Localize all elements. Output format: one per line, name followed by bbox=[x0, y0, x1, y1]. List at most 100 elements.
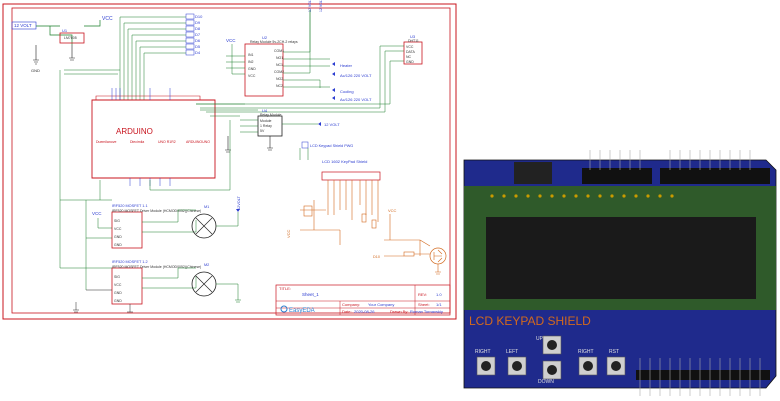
d-label: D10 bbox=[185, 13, 203, 20]
button-down-cap[interactable] bbox=[547, 365, 557, 375]
load-ac-1: Ac/126 220 VOLT bbox=[340, 73, 372, 78]
svg-text:COM1: COM1 bbox=[274, 49, 284, 53]
u1-ref: U1 bbox=[62, 28, 68, 33]
keypad-label: LCD Keypad Shield PWG bbox=[310, 144, 353, 148]
sheet-value: 1/1 bbox=[436, 302, 442, 307]
svg-text:GND: GND bbox=[114, 299, 122, 303]
button-up-cap[interactable] bbox=[547, 340, 557, 350]
arduino-sub1: Duemilanove bbox=[96, 140, 116, 144]
mosfet2-ref: IRF520 MOSFET 1.2 bbox=[112, 260, 148, 264]
bottom-pin-markers bbox=[639, 358, 761, 396]
motor-m2: M2 bbox=[204, 263, 209, 267]
svg-text:VCC: VCC bbox=[406, 45, 414, 49]
u3-ref: U3 bbox=[410, 34, 416, 39]
mosfet-driver-1: IRF520 MOSFET 1.1 IRF520 MOSFET Driver M… bbox=[85, 195, 241, 290]
top-header-pins bbox=[582, 168, 770, 184]
svg-text:UP: UP bbox=[536, 336, 544, 342]
u4-name: Relay Module bbox=[260, 113, 281, 117]
svg-text:12 VOLT: 12 VOLT bbox=[308, 0, 312, 12]
top-pin-markers bbox=[589, 150, 751, 170]
u1-regulator: U1 LM7805 VCC GND bbox=[31, 16, 113, 73]
mosfet1-name: IRF520 MOSFET Driver Module (HCMOD0052)(… bbox=[112, 209, 201, 213]
d-label: D7 bbox=[185, 31, 201, 38]
svg-text:Company:: Company: bbox=[342, 302, 360, 307]
svg-text:Drawn By:: Drawn By: bbox=[390, 309, 408, 314]
d-label: D9 bbox=[185, 19, 201, 26]
mosfet1-ref: IRF520 MOSFET 1.1 bbox=[112, 204, 148, 208]
button-right-1-cap[interactable] bbox=[481, 361, 491, 371]
svg-text:IN2: IN2 bbox=[248, 60, 254, 64]
company-value: Your Company bbox=[368, 302, 394, 307]
u3-dht11: U3 DHT11 VCC DATA NC GND bbox=[196, 34, 423, 113]
svg-text:NC2: NC2 bbox=[276, 84, 283, 88]
lcd-label: LCD 1602 KeyPad Shield bbox=[322, 159, 367, 164]
u4-relay-module: U4 Relay Module Module 1 Relay 5V 12 VOL… bbox=[225, 108, 340, 153]
lcd-screen bbox=[486, 217, 756, 299]
u1-name: LM7805 bbox=[64, 36, 77, 40]
load-ac-2: Ac/126 220 VOLT bbox=[340, 97, 372, 102]
u2-ref: U2 bbox=[262, 35, 268, 40]
keypad-net: LCD Keypad Shield PWG bbox=[299, 141, 353, 160]
icsp-header bbox=[514, 162, 552, 184]
svg-text:RIGHT: RIGHT bbox=[475, 349, 491, 355]
svg-text:NO1: NO1 bbox=[276, 56, 283, 60]
svg-text:SIG: SIG bbox=[114, 219, 120, 223]
svg-text:DOWN: DOWN bbox=[538, 379, 554, 385]
lcd-pins bbox=[490, 194, 674, 198]
svg-text:VCC: VCC bbox=[248, 74, 256, 78]
button-right-2-cap[interactable] bbox=[583, 361, 593, 371]
svg-text:D9: D9 bbox=[195, 20, 201, 25]
arduino-sub3: UNO R1R2 bbox=[158, 140, 176, 144]
v12-right-label: 12 VOLT bbox=[324, 122, 340, 127]
lcd-keypad-shield: LCD KEYPAD SHIELD RIGHT LEFT UP DOWN RIG… bbox=[463, 150, 777, 396]
svg-text:D10: D10 bbox=[195, 14, 203, 19]
svg-text:EasyEDA: EasyEDA bbox=[289, 308, 315, 314]
svg-text:LEFT: LEFT bbox=[506, 349, 518, 355]
svg-text:VCC: VCC bbox=[286, 229, 291, 238]
arduino-sub4: ARDUINOUNO bbox=[186, 140, 210, 144]
u2-relay-module: U2 Relay Module 5v-2CH-2 relays IN1 IN2 … bbox=[226, 0, 330, 97]
mosfet2-name: IRF520 MOSFET Driver Module (HCMOD0052)(… bbox=[112, 265, 201, 269]
svg-text:GND: GND bbox=[248, 67, 256, 71]
svg-text:Module: Module bbox=[260, 119, 272, 123]
svg-text:GND: GND bbox=[406, 60, 414, 64]
svg-text:1 Relay: 1 Relay bbox=[260, 124, 272, 128]
svg-text:NO2: NO2 bbox=[276, 77, 283, 81]
svg-text:IN1: IN1 bbox=[248, 53, 254, 57]
svg-text:REV:: REV: bbox=[418, 292, 427, 297]
d-label: D6 bbox=[185, 37, 201, 44]
lcd-1602-circuit: LCD 1602 KeyPad Shield VCC VCC D10 bbox=[286, 159, 447, 275]
arduino-title: ARDUINO bbox=[116, 127, 153, 136]
mosfet-driver-2: IRF520 MOSFET 1.2 IRF520 MOSFET Driver M… bbox=[59, 70, 241, 313]
svg-text:D10: D10 bbox=[373, 255, 380, 259]
button-right-left-group: RIGHT LEFT UP DOWN RIGHT RST bbox=[475, 335, 626, 385]
svg-text:RIGHT: RIGHT bbox=[578, 349, 594, 355]
svg-text:GND: GND bbox=[31, 68, 40, 73]
svg-text:VCC: VCC bbox=[388, 208, 397, 213]
title-block: TITLE: Sheet_1 REV: 1.0 Company: Your Co… bbox=[275, 284, 451, 316]
vcc-label-relay: VCC bbox=[226, 38, 236, 43]
drawn-value: Roman Tornavskiy bbox=[410, 309, 443, 314]
svg-text:Sheet:: Sheet: bbox=[418, 302, 430, 307]
svg-text:TITLE:: TITLE: bbox=[279, 286, 291, 291]
svg-text:Date:: Date: bbox=[342, 309, 352, 314]
vcc-label-top: VCC bbox=[102, 16, 113, 22]
v12-left-label: 12 VOLT bbox=[14, 23, 32, 28]
svg-text:GND: GND bbox=[114, 291, 122, 295]
svg-text:GND: GND bbox=[114, 243, 122, 247]
svg-text:GND: GND bbox=[114, 235, 122, 239]
svg-text:VCC: VCC bbox=[114, 283, 122, 287]
svg-text:D7: D7 bbox=[195, 32, 201, 37]
d-label: D4 bbox=[185, 49, 201, 56]
svg-text:NC: NC bbox=[406, 55, 412, 59]
button-left-cap[interactable] bbox=[512, 361, 522, 371]
svg-text:SIG: SIG bbox=[114, 275, 120, 279]
bottom-header bbox=[636, 370, 770, 380]
sheet-title: Sheet_1 bbox=[302, 292, 319, 297]
v12-bottom-label: 12VOLT bbox=[237, 195, 241, 210]
button-rst-cap[interactable] bbox=[611, 361, 621, 371]
load-heater: Heater bbox=[340, 63, 353, 68]
date-value: 2020-08-26 bbox=[354, 309, 375, 314]
arduino-sub2: Diecimila bbox=[130, 140, 144, 144]
svg-text:D8: D8 bbox=[195, 26, 201, 31]
